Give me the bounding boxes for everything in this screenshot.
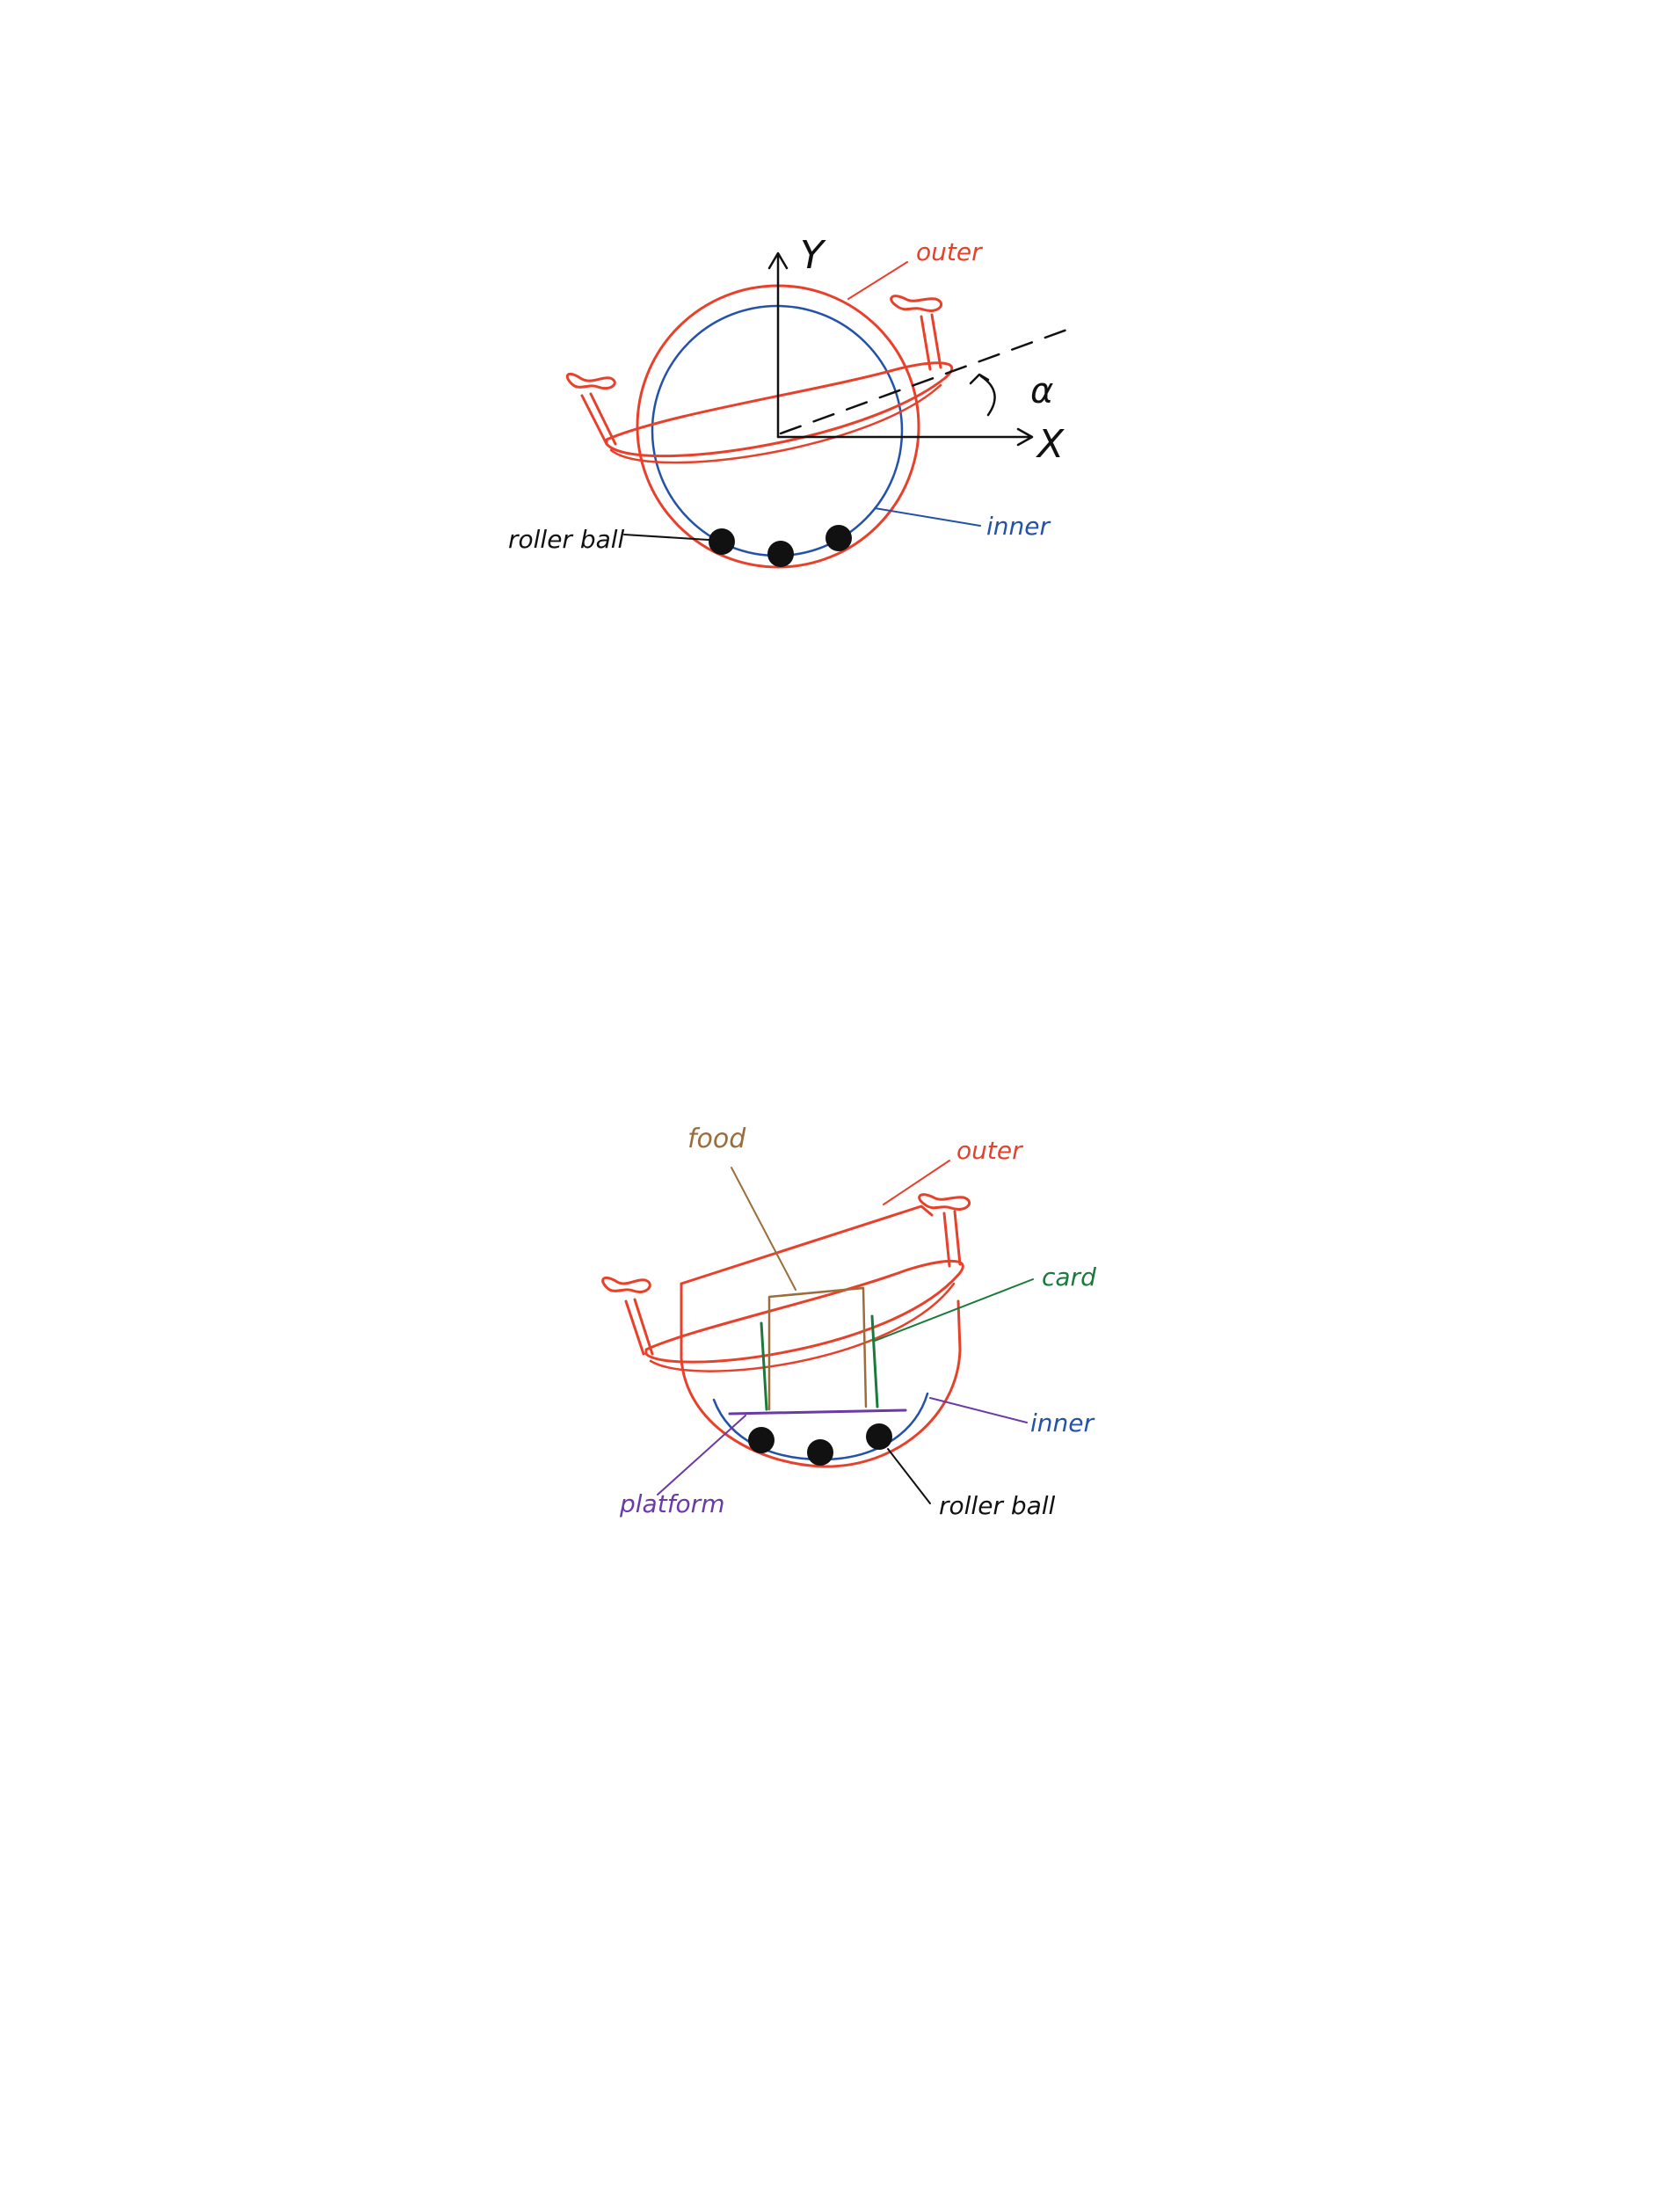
- inner-leader-line-2: [929, 1397, 1028, 1423]
- outer-lid: [680, 1205, 934, 1285]
- inner-label-2: inner: [1030, 1408, 1095, 1437]
- roller-ball-1: [709, 528, 735, 555]
- roller-ball-2: [767, 541, 794, 567]
- rotor-ring-2-inner-loop: [649, 1282, 956, 1372]
- inner-leader-line: [874, 507, 981, 527]
- outer-label-2: outer: [956, 1136, 1023, 1165]
- right-propeller-arm: [920, 313, 942, 371]
- card-label: card: [1042, 1263, 1096, 1292]
- left-propeller-arm: [580, 392, 617, 446]
- roller-ball-leader-line-2: [887, 1448, 931, 1504]
- roller-ball-5: [807, 1439, 833, 1466]
- tilt-dashed-line: [779, 325, 1076, 435]
- roller-ball-4: [748, 1427, 775, 1453]
- roller-ball-3: [825, 525, 852, 551]
- angle-arc: [969, 373, 996, 417]
- y-axis-label: Y: [800, 233, 826, 278]
- outer-leader-line: [847, 261, 908, 300]
- roller-ball-6: [866, 1423, 892, 1450]
- angle-label: α: [1030, 371, 1053, 411]
- roller-ball-label-2: roller ball: [939, 1491, 1056, 1520]
- platform-label: platform: [619, 1489, 724, 1518]
- x-axis: [776, 427, 1034, 447]
- food-label: food: [687, 1124, 746, 1154]
- food-leader-line: [731, 1167, 796, 1291]
- right-propeller-icon-2: [918, 1193, 971, 1211]
- y-axis: [767, 251, 789, 439]
- platform: [728, 1408, 907, 1416]
- left-propeller-icon-2: [601, 1277, 651, 1293]
- card-left: [760, 1321, 768, 1411]
- figure-1-gyro-diagram: Y X α outer inner roller ball: [508, 233, 1076, 569]
- x-axis-label: X: [1036, 422, 1065, 467]
- left-propeller-arm-2: [624, 1298, 654, 1356]
- figure-2-section-diagram: food outer card inner platform roller ba…: [601, 1124, 1096, 1520]
- outer-label: outer: [916, 237, 983, 266]
- rotor-ring-inner-loop: [609, 383, 942, 464]
- right-propeller-arm-2: [942, 1210, 962, 1268]
- right-propeller-icon: [890, 295, 942, 312]
- card-leader-line: [874, 1278, 1034, 1342]
- outer-shell: [680, 1282, 962, 1468]
- roller-ball-leader-line: [623, 534, 709, 541]
- rotor-ring-2: [644, 1259, 964, 1364]
- rotor-ring: [605, 361, 954, 458]
- inner-label: inner: [986, 512, 1051, 541]
- roller-ball-label: roller ball: [508, 525, 625, 554]
- card-right: [870, 1314, 879, 1408]
- left-propeller-icon: [565, 373, 616, 390]
- outer-leader-line-2: [883, 1160, 950, 1205]
- food-box: [767, 1286, 868, 1411]
- platform-leader-line: [657, 1415, 746, 1496]
